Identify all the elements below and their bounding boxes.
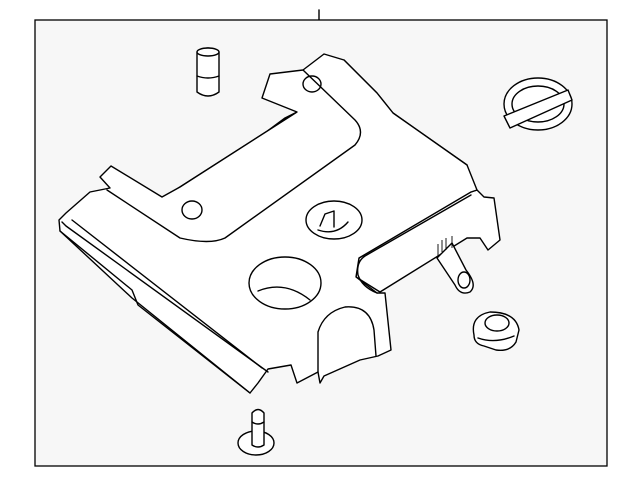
mount-hole-top — [302, 75, 322, 93]
cover-raised-panel — [106, 69, 362, 243]
mount-hole-left — [181, 200, 203, 220]
oil-cap-seal[interactable] — [503, 77, 573, 131]
grommet[interactable] — [472, 311, 520, 352]
cover-flange-edge — [61, 221, 269, 373]
cover-flange-inner — [71, 219, 263, 369]
cover-top-surface — [58, 53, 478, 394]
bolt[interactable] — [237, 408, 275, 456]
oil-filler-hole-inner — [257, 286, 311, 301]
cover-step-edge — [356, 194, 472, 294]
logo-emblem — [305, 200, 363, 240]
cover-arch — [317, 306, 377, 373]
logo-mark — [317, 210, 349, 233]
cover-bracket-tab — [436, 242, 474, 294]
bracket-ribs — [437, 236, 453, 256]
engine-cover[interactable] — [58, 53, 501, 394]
cover-lower-edge — [59, 230, 251, 394]
pin[interactable] — [196, 47, 220, 97]
bracket-hole — [457, 271, 471, 289]
oil-filler-hole — [248, 256, 322, 310]
